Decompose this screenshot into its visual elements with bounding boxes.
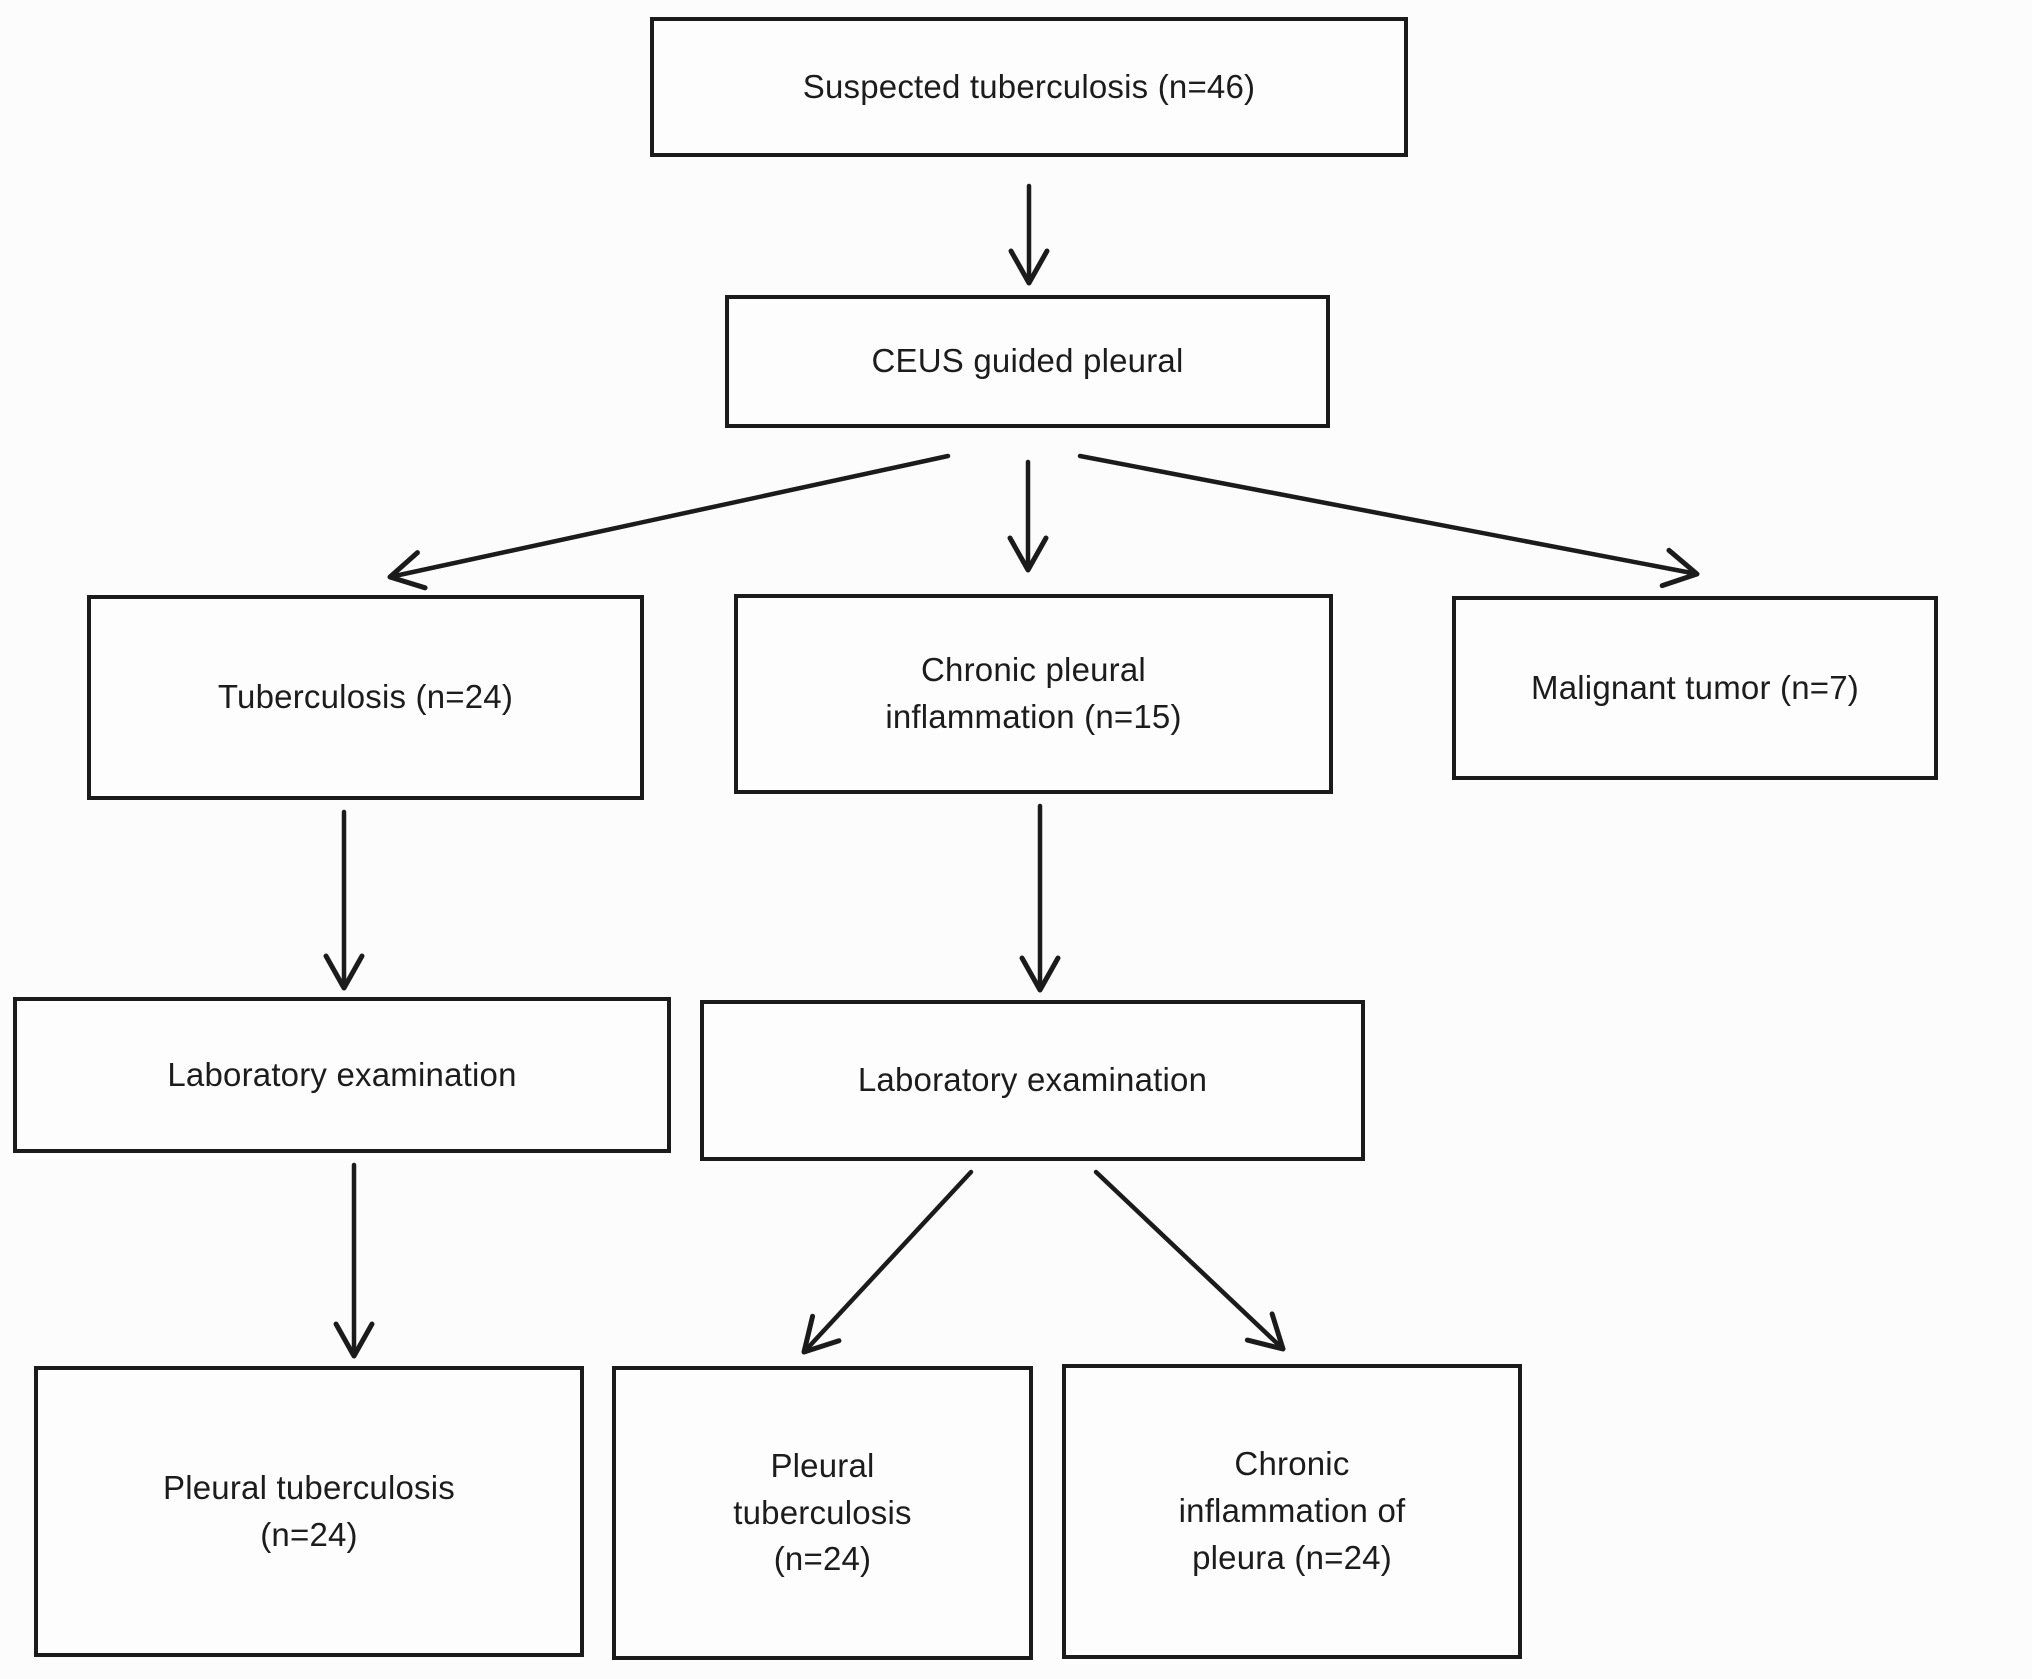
- node-malignant-tumor: Malignant tumor (n=7): [1452, 596, 1938, 780]
- edge-lab-right-to-chronic-inflammation: [1093, 1169, 1286, 1352]
- node-chronic-pleural-inflammation: Chronic pleural inflammation (n=15): [734, 594, 1333, 794]
- node-ceus-guided-pleural: CEUS guided pleural: [725, 295, 1330, 428]
- node-tuberculosis: Tuberculosis (n=24): [87, 595, 644, 800]
- node-chronic-inflammation-of-pleura: Chronic inflammation of pleura (n=24): [1062, 1364, 1522, 1659]
- edge-ceus-to-tuberculosis: [387, 453, 951, 591]
- node-suspected-tuberculosis: Suspected tuberculosis (n=46): [650, 17, 1408, 157]
- node-laboratory-examination-right: Laboratory examination: [700, 1000, 1365, 1161]
- edge-ceus-to-malignant: [1077, 453, 1700, 589]
- node-laboratory-examination-left: Laboratory examination: [13, 997, 671, 1153]
- edge-lab-right-to-pleural-tb-mid: [801, 1169, 974, 1355]
- node-pleural-tuberculosis-left: Pleural tuberculosis (n=24): [34, 1366, 584, 1657]
- node-pleural-tuberculosis-middle: Pleural tuberculosis (n=24): [612, 1366, 1033, 1660]
